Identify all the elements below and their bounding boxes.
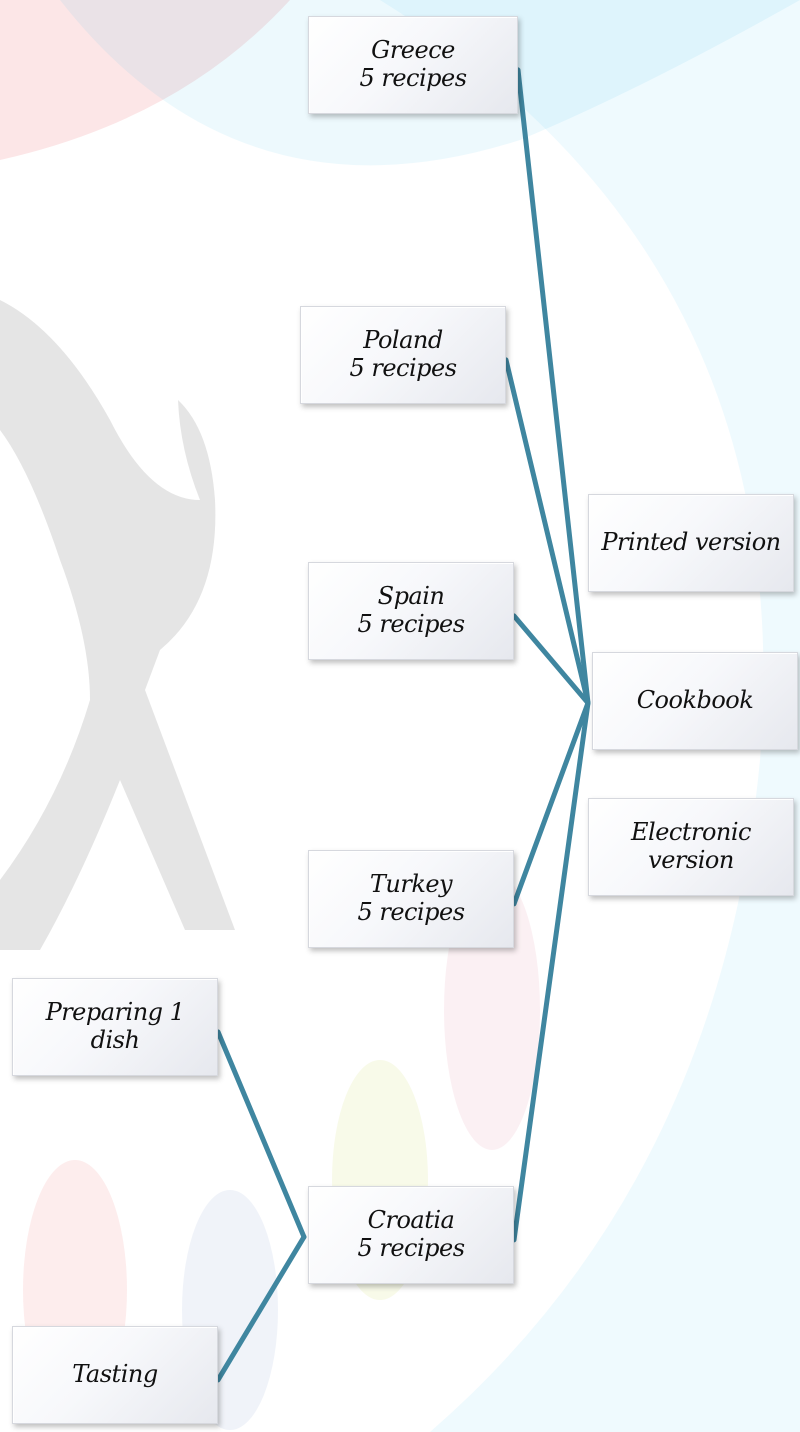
figure-decoration — [0, 300, 235, 950]
cookbook-label: Cookbook — [636, 686, 754, 715]
croatia-name: Croatia — [367, 1206, 455, 1235]
printed-version-node: Printed version — [588, 494, 794, 592]
connector-poland-to-cookbook — [503, 357, 591, 706]
croatia-node: Croatia 5 recipes — [308, 1186, 514, 1284]
poland-name: Poland — [363, 326, 443, 355]
tasting-label: Tasting — [72, 1360, 158, 1389]
spain-node: Spain 5 recipes — [308, 562, 514, 660]
electronic-version-node: Electronic version — [588, 798, 794, 896]
tasting-node: Tasting — [12, 1326, 218, 1424]
cookbook-node: Cookbook — [592, 652, 798, 750]
spain-name: Spain — [377, 582, 445, 611]
preparing-dish-label: Preparing 1 dish — [45, 998, 185, 1054]
red-arc-decoration — [0, 0, 290, 160]
connector-tasting-to-croatia — [215, 1234, 307, 1383]
connector-greece-to-cookbook — [515, 67, 591, 706]
turkey-recipes: 5 recipes — [357, 898, 465, 926]
electronic-version-label: Electronic version — [631, 818, 751, 874]
connector-spain-to-cookbook — [511, 613, 591, 706]
turkey-name: Turkey — [369, 870, 453, 899]
greece-node: Greece 5 recipes — [308, 16, 518, 114]
printed-version-label: Printed version — [601, 528, 781, 557]
greece-recipes: 5 recipes — [359, 64, 467, 92]
poland-node: Poland 5 recipes — [300, 306, 506, 404]
connector-croatia-to-cookbook — [511, 700, 591, 1243]
connector-turkey-to-cookbook — [511, 700, 591, 907]
blue-arc-right-decoration — [380, 0, 800, 1432]
connector-preparing-to-croatia — [215, 1029, 307, 1240]
greece-name: Greece — [371, 36, 455, 65]
preparing-dish-node: Preparing 1 dish — [12, 978, 218, 1076]
spain-recipes: 5 recipes — [357, 610, 465, 638]
poland-recipes: 5 recipes — [349, 354, 457, 382]
croatia-recipes: 5 recipes — [357, 1234, 465, 1262]
turkey-node: Turkey 5 recipes — [308, 850, 514, 948]
